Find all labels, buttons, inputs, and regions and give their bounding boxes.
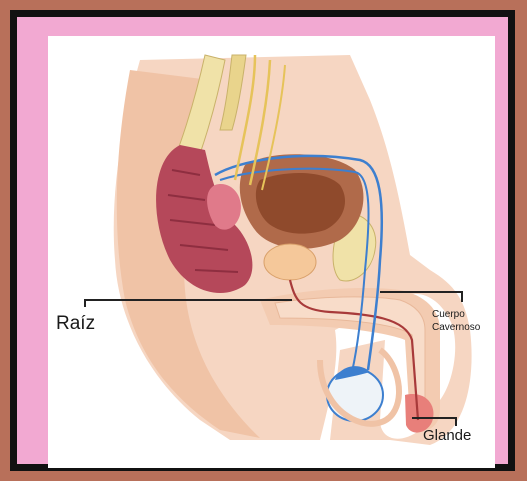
label-glande: Glande (423, 427, 471, 444)
label-cuerpo-cavernoso: Cuerpo Cavernoso (432, 308, 480, 334)
label-cuerpo-line2: Cavernoso (432, 321, 480, 334)
label-raiz: Raíz (56, 313, 95, 335)
testis (327, 369, 383, 421)
label-cuerpo-line1: Cuerpo (432, 308, 480, 321)
prostate (264, 244, 316, 280)
